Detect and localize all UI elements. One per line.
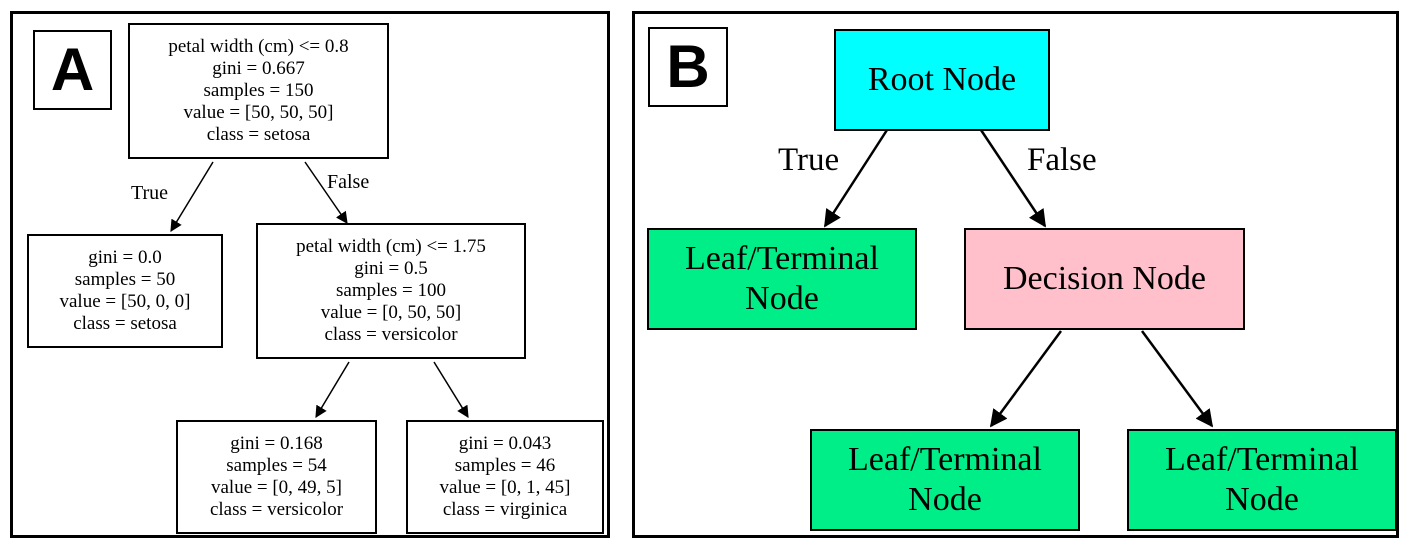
root-node: petal width (cm) <= 0.8 gini = 0.667 sam… — [128, 23, 389, 159]
node-text: gini = 0.043 — [458, 433, 552, 454]
node-text: Leaf/Terminal — [848, 441, 1042, 478]
edge-label-true: True — [131, 182, 169, 204]
node-text: class = setosa — [73, 313, 177, 334]
leaf-terminal-node: Leaf/Terminal Node — [810, 429, 1080, 531]
root-node: Root Node — [834, 29, 1050, 131]
node-text: gini = 0.5 — [354, 258, 428, 279]
leaf-terminal-node: Leaf/Terminal Node — [1127, 429, 1397, 531]
node-text: Node — [745, 280, 819, 317]
node-text: petal width (cm) <= 0.8 — [168, 36, 349, 57]
node-text: class = versicolor — [324, 324, 458, 345]
leaf-node-versicolor: gini = 0.168 samples = 54 value = [0, 49… — [176, 420, 377, 534]
edge-root-to-leaf — [823, 129, 889, 228]
edge-label-false: False — [1027, 142, 1097, 178]
panel-b-edges — [823, 129, 1214, 428]
node-text: Decision Node — [1002, 260, 1206, 297]
edge-label-true: True — [778, 142, 840, 178]
node-text: Node — [908, 481, 982, 518]
node-text: value = [50, 0, 0] — [59, 291, 191, 312]
panel-label-a: A — [33, 30, 112, 110]
node-text: Leaf/Terminal — [1165, 441, 1359, 478]
panel-b: B Root Node True False Leaf/Terminal Nod… — [632, 11, 1399, 538]
edge-label-false: False — [327, 171, 370, 193]
leaf-node-virginica: gini = 0.043 samples = 46 value = [0, 1,… — [406, 420, 604, 534]
node-text: class = versicolor — [209, 499, 344, 520]
node-text: gini = 0.0 — [88, 247, 162, 268]
edge-decision-to-leaf-right — [1140, 330, 1214, 428]
edge-decision-to-leaf-left — [989, 330, 1063, 428]
node-text: petal width (cm) <= 1.75 — [296, 236, 486, 257]
node-text: Leaf/Terminal — [685, 240, 879, 277]
panel-a: A petal width (cm) <= 0.8 gini = 0.667 s… — [10, 11, 610, 538]
edge-root-to-decision — [979, 129, 1047, 228]
edge-root-to-decision — [304, 161, 348, 224]
node-text: samples = 150 — [203, 80, 314, 101]
node-text: Root Node — [867, 61, 1017, 98]
node-text: samples = 50 — [74, 269, 176, 290]
edge-decision-to-versicolor — [315, 361, 350, 419]
node-text: value = [0, 50, 50] — [320, 302, 462, 323]
node-text: samples = 100 — [336, 280, 446, 301]
node-text: class = setosa — [206, 124, 311, 145]
node-text: gini = 0.667 — [212, 58, 305, 79]
edge-root-to-leaf — [170, 161, 214, 233]
node-text: value = [0, 1, 45] — [439, 477, 571, 498]
node-text: gini = 0.168 — [230, 433, 323, 454]
panel-label-b: B — [648, 27, 728, 107]
decision-node: Decision Node — [964, 228, 1245, 330]
decision-node: petal width (cm) <= 1.75 gini = 0.5 samp… — [256, 223, 526, 359]
node-text: class = virginica — [442, 499, 568, 520]
node-text: value = [0, 49, 5] — [210, 477, 342, 498]
node-text: value = [50, 50, 50] — [183, 102, 334, 123]
leaf-terminal-node: Leaf/Terminal Node — [647, 228, 917, 330]
edge-decision-to-virginica — [433, 361, 469, 419]
node-text: Node — [1225, 481, 1299, 518]
node-text: samples = 46 — [454, 455, 556, 476]
panel-a-edges — [170, 161, 469, 419]
node-text: samples = 54 — [226, 455, 327, 476]
leaf-node-setosa: gini = 0.0 samples = 50 value = [50, 0, … — [27, 234, 223, 348]
